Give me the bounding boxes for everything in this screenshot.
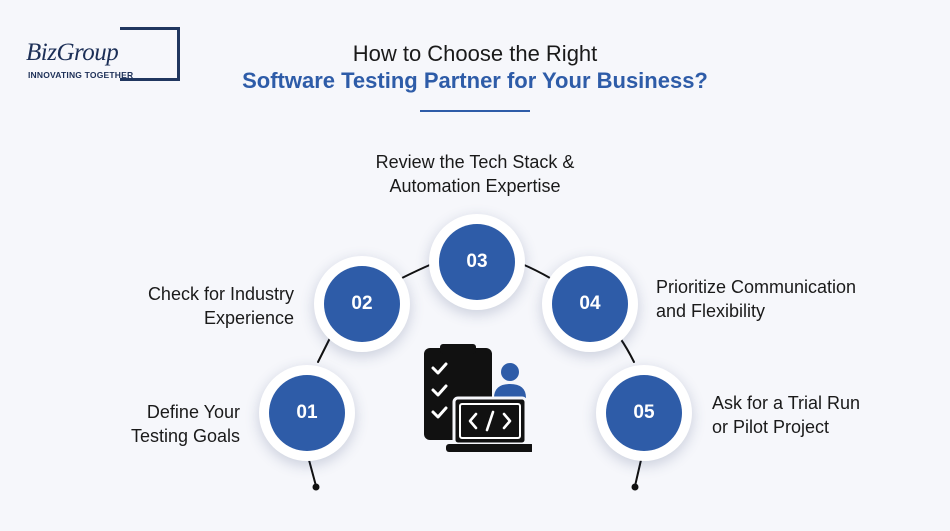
step-label-02-line2: Experience [203, 308, 294, 328]
step-label-04: Prioritize Communication and Flexibility [656, 275, 916, 323]
connector-01-02 [317, 337, 331, 363]
step-label-05: Ask for a Trial Run or Pilot Project [712, 391, 912, 439]
step-number-01: 01 [269, 375, 345, 451]
step-label-01-line2: Testing Goals [130, 426, 240, 446]
step-label-02-line1: Check for Industry [147, 284, 294, 304]
step-node-02: 02 [314, 256, 410, 352]
logo-frame [120, 27, 180, 81]
title-underline [420, 110, 530, 112]
step-label-04-line2: and Flexibility [656, 301, 766, 321]
step-label-05-line2: or Pilot Project [712, 417, 830, 437]
bizgroup-logo: BizGroup INNOVATING TOGETHER [26, 27, 180, 85]
step-node-04: 04 [542, 256, 638, 352]
step-node-03: 03 [429, 214, 525, 310]
step-label-01: Define Your Testing Goals [60, 400, 240, 448]
step-label-03: Review the Tech Stack & Automation Exper… [325, 150, 625, 198]
step-node-01: 01 [259, 365, 355, 461]
checkmarks [431, 362, 448, 419]
step-number-03: 03 [439, 224, 515, 300]
step-label-03-line1: Review the Tech Stack & [375, 152, 575, 172]
step-label-01-line1: Define Your [146, 402, 240, 422]
step-label-02: Check for Industry Experience [60, 282, 294, 330]
connector-04-05 [619, 337, 635, 363]
page-title-line2: Software Testing Partner for Your Busine… [242, 68, 708, 93]
connector-03-04 [521, 263, 551, 279]
step-number-05: 05 [606, 375, 682, 451]
logo-tagline: INNOVATING TOGETHER [28, 70, 134, 80]
page-title-line1: How to Choose the Right [352, 41, 598, 66]
step-node-05: 05 [596, 365, 692, 461]
connector-end [634, 459, 642, 487]
clipboard-clip [440, 344, 476, 354]
connector-end-dot [631, 483, 639, 491]
connector-02-03 [401, 263, 433, 279]
step-number-04: 04 [552, 266, 628, 342]
person-body [494, 384, 526, 398]
laptop-base [446, 444, 532, 452]
step-label-05-line1: Ask for a Trial Run [712, 393, 861, 413]
step-number-02: 02 [324, 266, 400, 342]
connector-start-dot [312, 483, 320, 491]
checklist-laptop-developer-icon [424, 344, 532, 452]
step-label-03-line2: Automation Expertise [389, 176, 561, 196]
connector-start [308, 459, 317, 487]
person-head [501, 363, 519, 381]
step-label-04-line1: Prioritize Communication [656, 277, 857, 297]
code-symbol [468, 410, 512, 432]
logo-name: BizGroup [26, 39, 119, 66]
